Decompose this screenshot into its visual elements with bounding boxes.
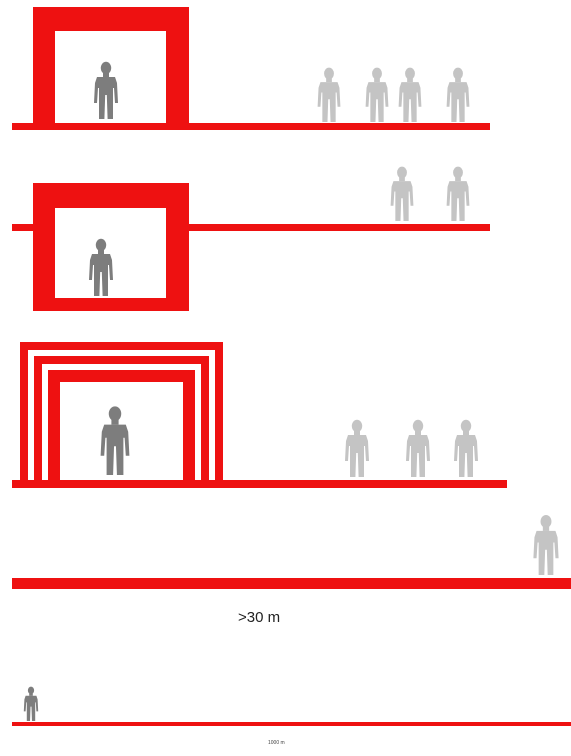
scene-1-person-near-icon xyxy=(94,62,118,119)
scene-4-ground-line xyxy=(12,578,571,589)
scene-1-person-far-icon-2 xyxy=(366,68,389,122)
scene-2-frame-top xyxy=(33,183,189,208)
scene-1-frame-top xyxy=(33,7,189,31)
scene-2-frame-left xyxy=(33,183,55,311)
scene-1 xyxy=(12,7,490,130)
scene-5 xyxy=(12,687,571,726)
scene-3-ground-line xyxy=(12,480,507,488)
distance-label-1000m: 1000 m xyxy=(268,740,285,746)
scene-2-line-left xyxy=(12,224,33,231)
scene-2-frame-bottom xyxy=(33,298,189,311)
scene-3-person-far-icon-3 xyxy=(454,420,478,477)
scene-2-frame-right xyxy=(166,183,189,311)
scene-3-person-near-icon xyxy=(101,406,130,475)
scene-2-person-near-icon xyxy=(89,239,113,296)
scene-4-person-far-icon xyxy=(533,515,558,575)
scene-2-person-far-icon-1 xyxy=(391,167,414,221)
scene-2 xyxy=(12,167,490,311)
scene-1-frame-right xyxy=(166,7,189,127)
scene-1-person-far-icon-3 xyxy=(399,68,422,122)
scene-4 xyxy=(12,515,571,589)
scene-1-person-far-icon-4 xyxy=(447,68,470,122)
scene-2-person-far-icon-2 xyxy=(447,167,470,221)
scene-1-person-far-icon-1 xyxy=(318,68,341,122)
scene-1-ground-line xyxy=(12,123,490,130)
scene-3-person-far-icon-1 xyxy=(345,420,369,477)
scene-3-person-far-icon-2 xyxy=(406,420,430,477)
scene-5-person-small-icon xyxy=(24,687,38,721)
scene-3 xyxy=(12,342,507,488)
scene-5-ground-line xyxy=(12,722,571,726)
distance-label-30m: >30 m xyxy=(238,609,280,626)
scene-2-line-right xyxy=(189,224,490,231)
scene-1-frame-left xyxy=(33,7,55,127)
